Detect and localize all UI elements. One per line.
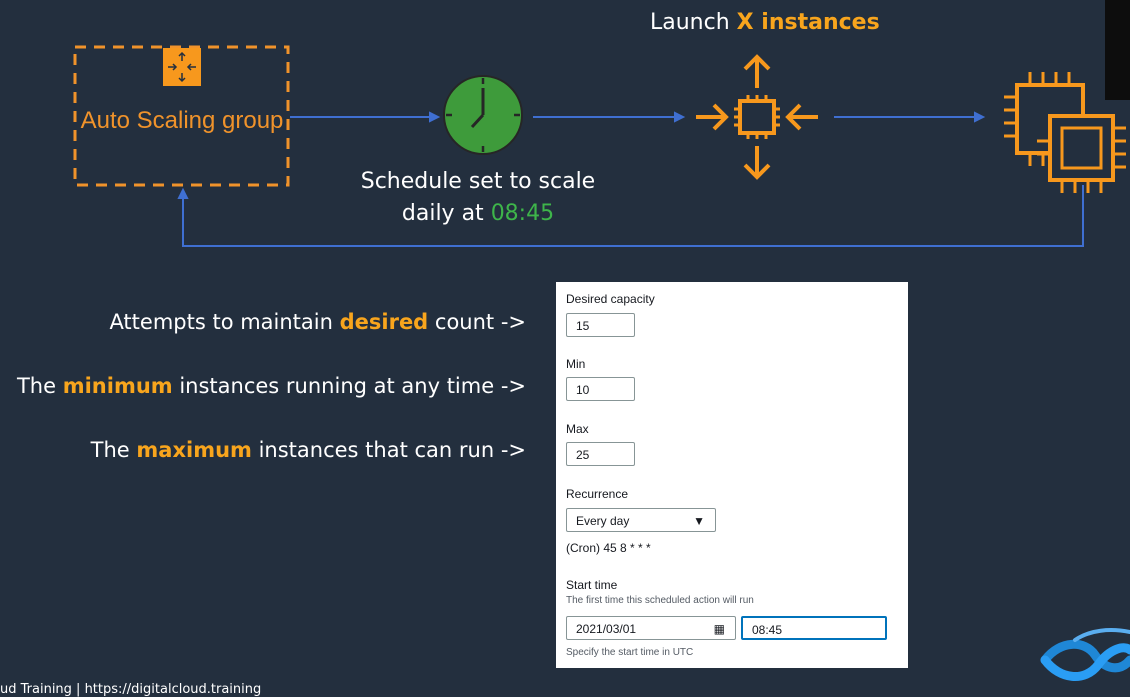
schedule-line-1: Schedule set to scale (360, 169, 596, 194)
asg-label: Auto Scaling group (80, 107, 284, 134)
annotation-minimum-before: The (16, 374, 63, 398)
recurrence-select[interactable]: Every day ▼ (566, 508, 716, 532)
min-input[interactable]: 10 (566, 377, 635, 401)
start-date-input[interactable]: 2021/03/01 ▦ (566, 616, 736, 640)
footer-text: ud Training | https://digitalcloud.train… (0, 682, 262, 697)
schedule-caption: Schedule set to scale daily at 08:45 (330, 166, 626, 230)
schedule-line-2-prefix: daily at (401, 201, 491, 226)
cron-expression: (Cron) 45 8 * * * (566, 541, 651, 555)
start-time-label: Start time (566, 578, 618, 592)
start-time-hint: The first time this scheduled action wil… (566, 595, 754, 606)
start-time-footer: Specify the start time in UTC (566, 647, 694, 658)
auto-scaling-group-box (73, 45, 290, 187)
presenter-avatar (1105, 0, 1130, 100)
annotation-maximum: The maximum instances that can run -> (91, 438, 526, 462)
annotation-minimum: The minimum instances running at any tim… (17, 374, 526, 398)
annotation-desired-highlight: desired (339, 310, 429, 334)
launch-title-prefix: Launch (650, 10, 737, 35)
flow-arrows (177, 111, 1084, 247)
annotation-maximum-after: instances that can run -> (251, 438, 526, 462)
max-label: Max (566, 422, 589, 436)
desired-capacity-label: Desired capacity (566, 292, 655, 306)
auto-scaling-group-icon (163, 48, 201, 86)
scheduled-action-form: Desired capacity 15 Min 10 Max 25 Recurr… (556, 282, 908, 668)
annotation-desired-after: count -> (428, 310, 526, 334)
annotation-minimum-highlight: minimum (62, 374, 173, 398)
annotation-minimum-after: instances running at any time -> (172, 374, 526, 398)
clock-icon (443, 75, 523, 155)
scaling-chip-icon (696, 54, 818, 180)
schedule-line-2: daily at 08:45 (330, 198, 626, 230)
annotation-maximum-before: The (90, 438, 137, 462)
start-time-input[interactable]: 08:45 (741, 616, 887, 640)
launch-title-highlight: X instances (736, 10, 880, 35)
min-label: Min (566, 357, 586, 371)
calendar-icon[interactable]: ▦ (713, 622, 725, 636)
annotation-desired-before: Attempts to maintain (109, 310, 340, 334)
max-input[interactable]: 25 (566, 442, 635, 466)
desired-capacity-input[interactable]: 15 (566, 313, 635, 337)
start-date-value: 2021/03/01 (576, 622, 637, 636)
recurrence-label: Recurrence (566, 487, 629, 501)
launch-title: Launch X instances (650, 10, 880, 35)
schedule-time: 08:45 (490, 201, 555, 226)
annotation-maximum-highlight: maximum (136, 438, 252, 462)
caret-down-icon: ▼ (693, 514, 705, 528)
recurrence-value: Every day (576, 514, 630, 528)
annotation-desired: Attempts to maintain desired count -> (109, 310, 526, 334)
ec2-instances-icon (1004, 72, 1126, 193)
brand-logo-icon (1040, 628, 1130, 681)
